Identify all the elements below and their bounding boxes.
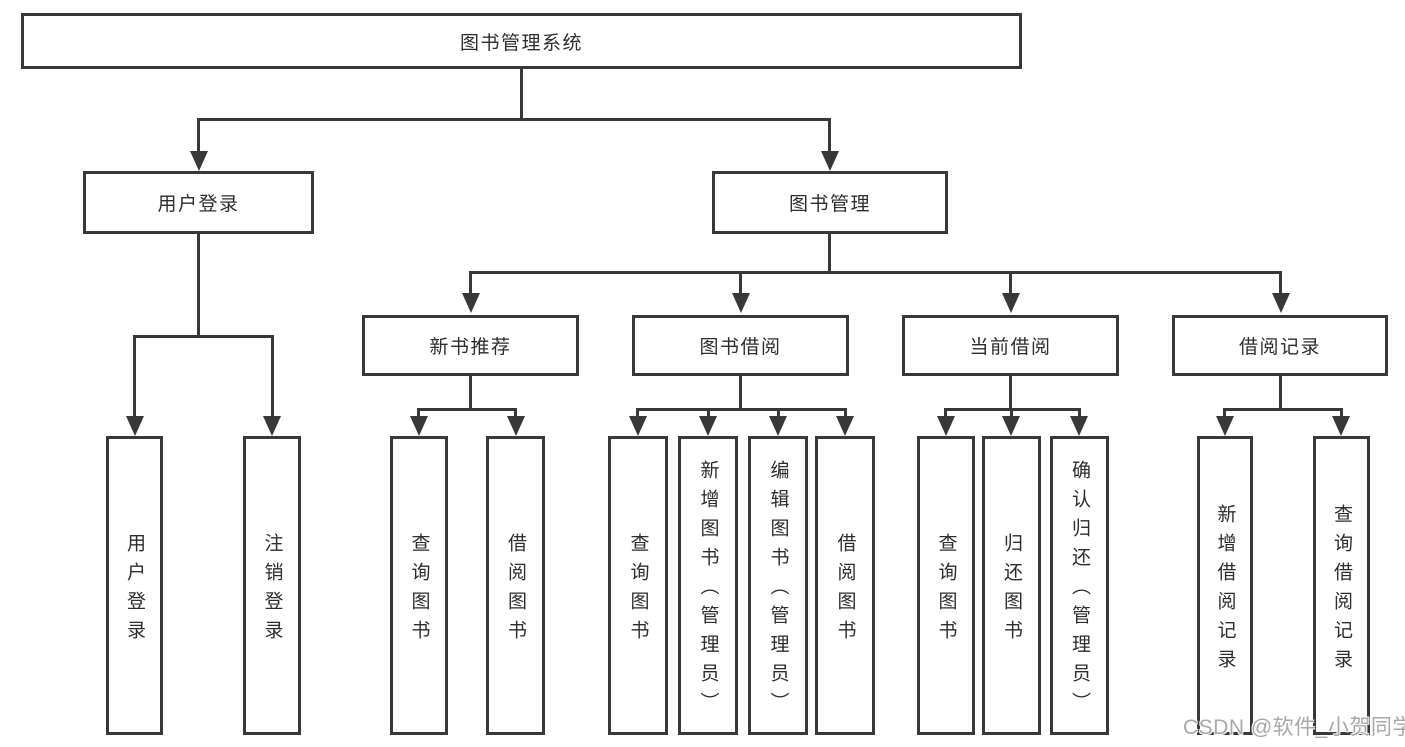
arrow-down-icon — [1332, 416, 1350, 436]
connector-line — [1223, 408, 1343, 411]
node-add-books-admin: 新增图书（管理员） — [678, 436, 738, 735]
connector-line — [469, 376, 472, 408]
arrow-down-icon — [126, 416, 144, 436]
arrow-down-icon — [507, 416, 525, 436]
leaf-label: 查询借阅记录 — [1331, 503, 1352, 678]
arrow-down-icon — [937, 416, 955, 436]
arrow-down-icon — [1002, 416, 1020, 436]
leaf-label: 注销登录 — [261, 532, 283, 649]
arrow-down-icon — [462, 293, 480, 313]
leaf-label: 编辑图书（管理员） — [767, 460, 789, 721]
connector-line — [1279, 376, 1282, 408]
node-book-borrow: 图书借阅 — [632, 315, 849, 376]
connector-line — [417, 411, 420, 416]
node-query-books-3: 查询图书 — [917, 436, 975, 735]
connector-line — [520, 69, 523, 118]
connector-line — [777, 411, 780, 416]
leaf-label: 查询图书 — [408, 532, 430, 649]
connector-line — [469, 271, 1282, 274]
connector-line — [417, 408, 517, 411]
connector-line — [944, 408, 1081, 411]
arrow-down-icon — [190, 151, 208, 171]
csdn-watermark: CSDN @软件_小贺同学 — [1183, 716, 1405, 739]
connector-line — [133, 335, 274, 338]
arrow-down-icon — [836, 416, 854, 436]
connector-line — [133, 338, 136, 416]
connector-line — [707, 411, 710, 416]
node-borrow-books-2: 借阅图书 — [815, 436, 875, 735]
leaf-label: 用户登录 — [124, 532, 145, 649]
arrow-down-icon — [821, 151, 839, 171]
connector-line — [514, 411, 517, 416]
node-borrow-books-1: 借阅图书 — [486, 436, 545, 735]
connector-line — [828, 234, 831, 271]
node-user-login-leaf: 用户登录 — [106, 436, 163, 735]
arrow-down-icon — [629, 416, 647, 436]
node-root: 图书管理系统 — [21, 13, 1022, 69]
connector-line — [1223, 411, 1226, 416]
arrow-down-icon — [1272, 293, 1290, 313]
node-current-borrow: 当前借阅 — [902, 315, 1119, 376]
connector-line — [1010, 411, 1013, 416]
arrow-down-icon — [1070, 416, 1088, 436]
node-book-management: 图书管理 — [712, 171, 948, 234]
node-query-books-1: 查询图书 — [390, 436, 448, 735]
leaf-label: 确认归还（管理员） — [1069, 460, 1090, 721]
connector-line — [197, 121, 200, 151]
arrow-down-icon — [732, 293, 750, 313]
connector-line — [739, 376, 742, 408]
connector-line — [1009, 274, 1012, 293]
connector-line — [1078, 411, 1081, 416]
node-logout: 注销登录 — [243, 436, 301, 735]
arrow-down-icon — [1216, 416, 1234, 436]
arrow-down-icon — [410, 416, 428, 436]
leaf-label: 查询图书 — [627, 532, 649, 649]
connector-line — [469, 274, 472, 293]
arrow-down-icon — [769, 416, 787, 436]
connector-line — [1340, 411, 1343, 416]
connector-line — [197, 234, 200, 335]
leaf-label: 借阅图书 — [505, 532, 526, 649]
connector-line — [844, 411, 847, 416]
leaf-label: 查询图书 — [935, 532, 957, 649]
node-query-borrow-record: 查询借阅记录 — [1313, 436, 1370, 735]
connector-line — [197, 118, 831, 121]
arrow-down-icon — [1002, 293, 1020, 313]
connector-line — [828, 121, 831, 151]
connector-line — [739, 274, 742, 293]
leaf-label: 归还图书 — [1001, 532, 1022, 649]
node-confirm-return-admin: 确认归还（管理员） — [1050, 436, 1109, 735]
node-new-book-recommend: 新书推荐 — [362, 315, 579, 376]
connector-line — [1279, 274, 1282, 293]
node-user-login: 用户登录 — [83, 171, 314, 234]
arrow-down-icon — [699, 416, 717, 436]
connector-line — [944, 411, 947, 416]
connector-line — [636, 408, 847, 411]
connector-line — [636, 411, 639, 416]
node-add-borrow-record: 新增借阅记录 — [1197, 436, 1253, 735]
leaf-label: 借阅图书 — [834, 532, 856, 649]
node-borrow-records: 借阅记录 — [1172, 315, 1388, 376]
node-return-books: 归还图书 — [982, 436, 1041, 735]
leaf-label: 新增图书（管理员） — [697, 460, 719, 721]
connector-line — [1009, 376, 1012, 408]
connector-line — [271, 338, 274, 416]
node-edit-books-admin: 编辑图书（管理员） — [748, 436, 808, 735]
node-query-books-2: 查询图书 — [608, 436, 668, 735]
arrow-down-icon — [263, 416, 281, 436]
leaf-label: 新增借阅记录 — [1214, 503, 1236, 678]
